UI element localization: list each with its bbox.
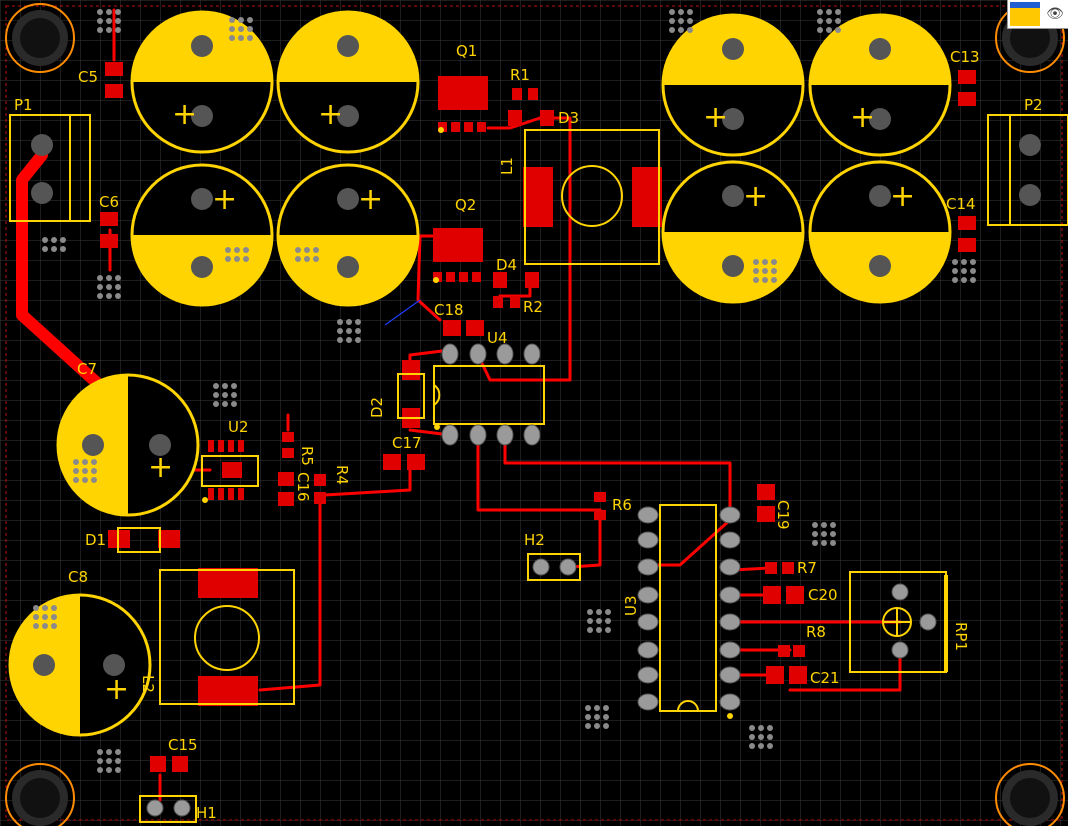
svg-text:+: + [358, 182, 383, 217]
label-r1: R1 [510, 66, 530, 84]
designator-labels: P1 P2 C5 C6 C7 C8 C13 C14 C15 C16 C17 C1… [14, 42, 1043, 822]
label-p2: P2 [1024, 96, 1043, 114]
layer-color-widget[interactable]: 👁 [1007, 0, 1068, 29]
label-u3: U3 [622, 595, 640, 616]
label-c7: C7 [77, 360, 97, 378]
eye-icon[interactable]: 👁 [1046, 6, 1064, 22]
svg-text:+: + [148, 450, 173, 485]
label-r6: R6 [612, 496, 632, 514]
svg-text:+: + [212, 182, 237, 217]
label-r4: R4 [333, 465, 351, 485]
label-u4: U4 [487, 329, 508, 347]
label-r5: R5 [298, 446, 316, 466]
potentiometer-rp1-symbol [882, 575, 948, 672]
smd-components[interactable] [100, 62, 976, 772]
label-d2: D2 [368, 397, 386, 418]
label-r7: R7 [797, 559, 817, 577]
label-c13: C13 [950, 48, 980, 66]
pin1-markers [202, 127, 733, 719]
label-l1: L1 [498, 157, 516, 175]
label-rp1: RP1 [952, 622, 970, 651]
label-c19: C19 [774, 500, 792, 530]
label-h2: H2 [524, 531, 545, 549]
layer-color-swatch[interactable] [1010, 2, 1040, 26]
label-c6: C6 [99, 193, 119, 211]
bottom-trace [384, 299, 421, 326]
label-q1: Q1 [456, 42, 477, 60]
label-q2: Q2 [455, 196, 476, 214]
svg-text:+: + [743, 179, 768, 214]
label-r2: R2 [523, 298, 543, 316]
svg-text:+: + [172, 97, 197, 132]
label-u2: U2 [228, 418, 249, 436]
board-outline [5, 5, 1063, 821]
label-c15: C15 [168, 736, 198, 754]
via-arrays [33, 9, 976, 773]
label-l2: L2 [139, 675, 157, 693]
connector-p1[interactable] [9, 114, 91, 222]
label-d4: D4 [496, 256, 517, 274]
label-c16: C16 [294, 472, 312, 502]
svg-text:+: + [104, 672, 129, 707]
label-d3: D3 [558, 109, 579, 127]
label-c18: C18 [434, 301, 464, 319]
through-hole-pads[interactable] [146, 343, 937, 817]
label-c14: C14 [946, 195, 976, 213]
connector-p2[interactable] [987, 114, 1068, 226]
svg-text:+: + [703, 100, 728, 135]
svg-text:+: + [850, 100, 875, 135]
svg-text:+: + [890, 179, 915, 214]
label-c17: C17 [392, 434, 422, 452]
label-d1: D1 [85, 531, 106, 549]
label-c20: C20 [808, 586, 838, 604]
svg-text:+: + [318, 97, 343, 132]
label-c5: C5 [78, 68, 98, 86]
label-h1: H1 [196, 804, 217, 822]
label-c8: C8 [68, 568, 88, 586]
label-r8: R8 [806, 623, 826, 641]
label-p1: P1 [14, 96, 33, 114]
label-c21: C21 [810, 669, 840, 687]
